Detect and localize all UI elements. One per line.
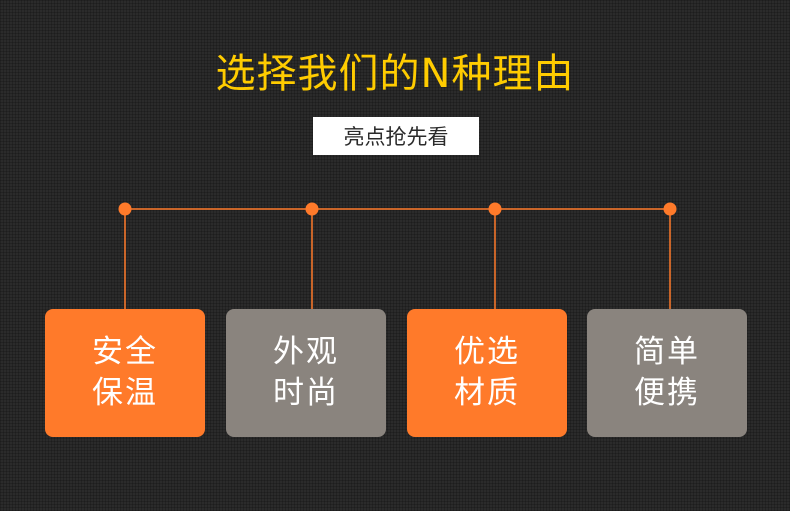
feature-card-line2: 时尚 <box>273 375 339 411</box>
connector-dot-2 <box>305 202 319 216</box>
feature-card-line1: 安全 <box>92 334 158 370</box>
feature-card-line2: 便携 <box>634 375 700 411</box>
connector-dot-3 <box>488 202 502 216</box>
subtitle-badge: 亮点抢先看 <box>313 117 479 155</box>
feature-card-line2: 材质 <box>454 375 520 411</box>
subtitle-text: 亮点抢先看 <box>343 125 449 149</box>
connector-dot-4 <box>663 202 677 216</box>
feature-card-line2: 保温 <box>92 375 158 411</box>
feature-card-line1: 外观 <box>273 334 339 370</box>
feature-card-4: 简单 便携 <box>587 309 747 437</box>
feature-card-3: 优选 材质 <box>407 309 567 437</box>
feature-card-line1: 优选 <box>454 334 520 370</box>
connector-dot-1 <box>118 202 132 216</box>
page-title: 选择我们的N种理由 <box>215 51 575 97</box>
feature-card-line1: 简单 <box>634 334 700 370</box>
feature-card-1: 安全 保温 <box>45 309 205 437</box>
feature-card-2: 外观 时尚 <box>226 309 386 437</box>
